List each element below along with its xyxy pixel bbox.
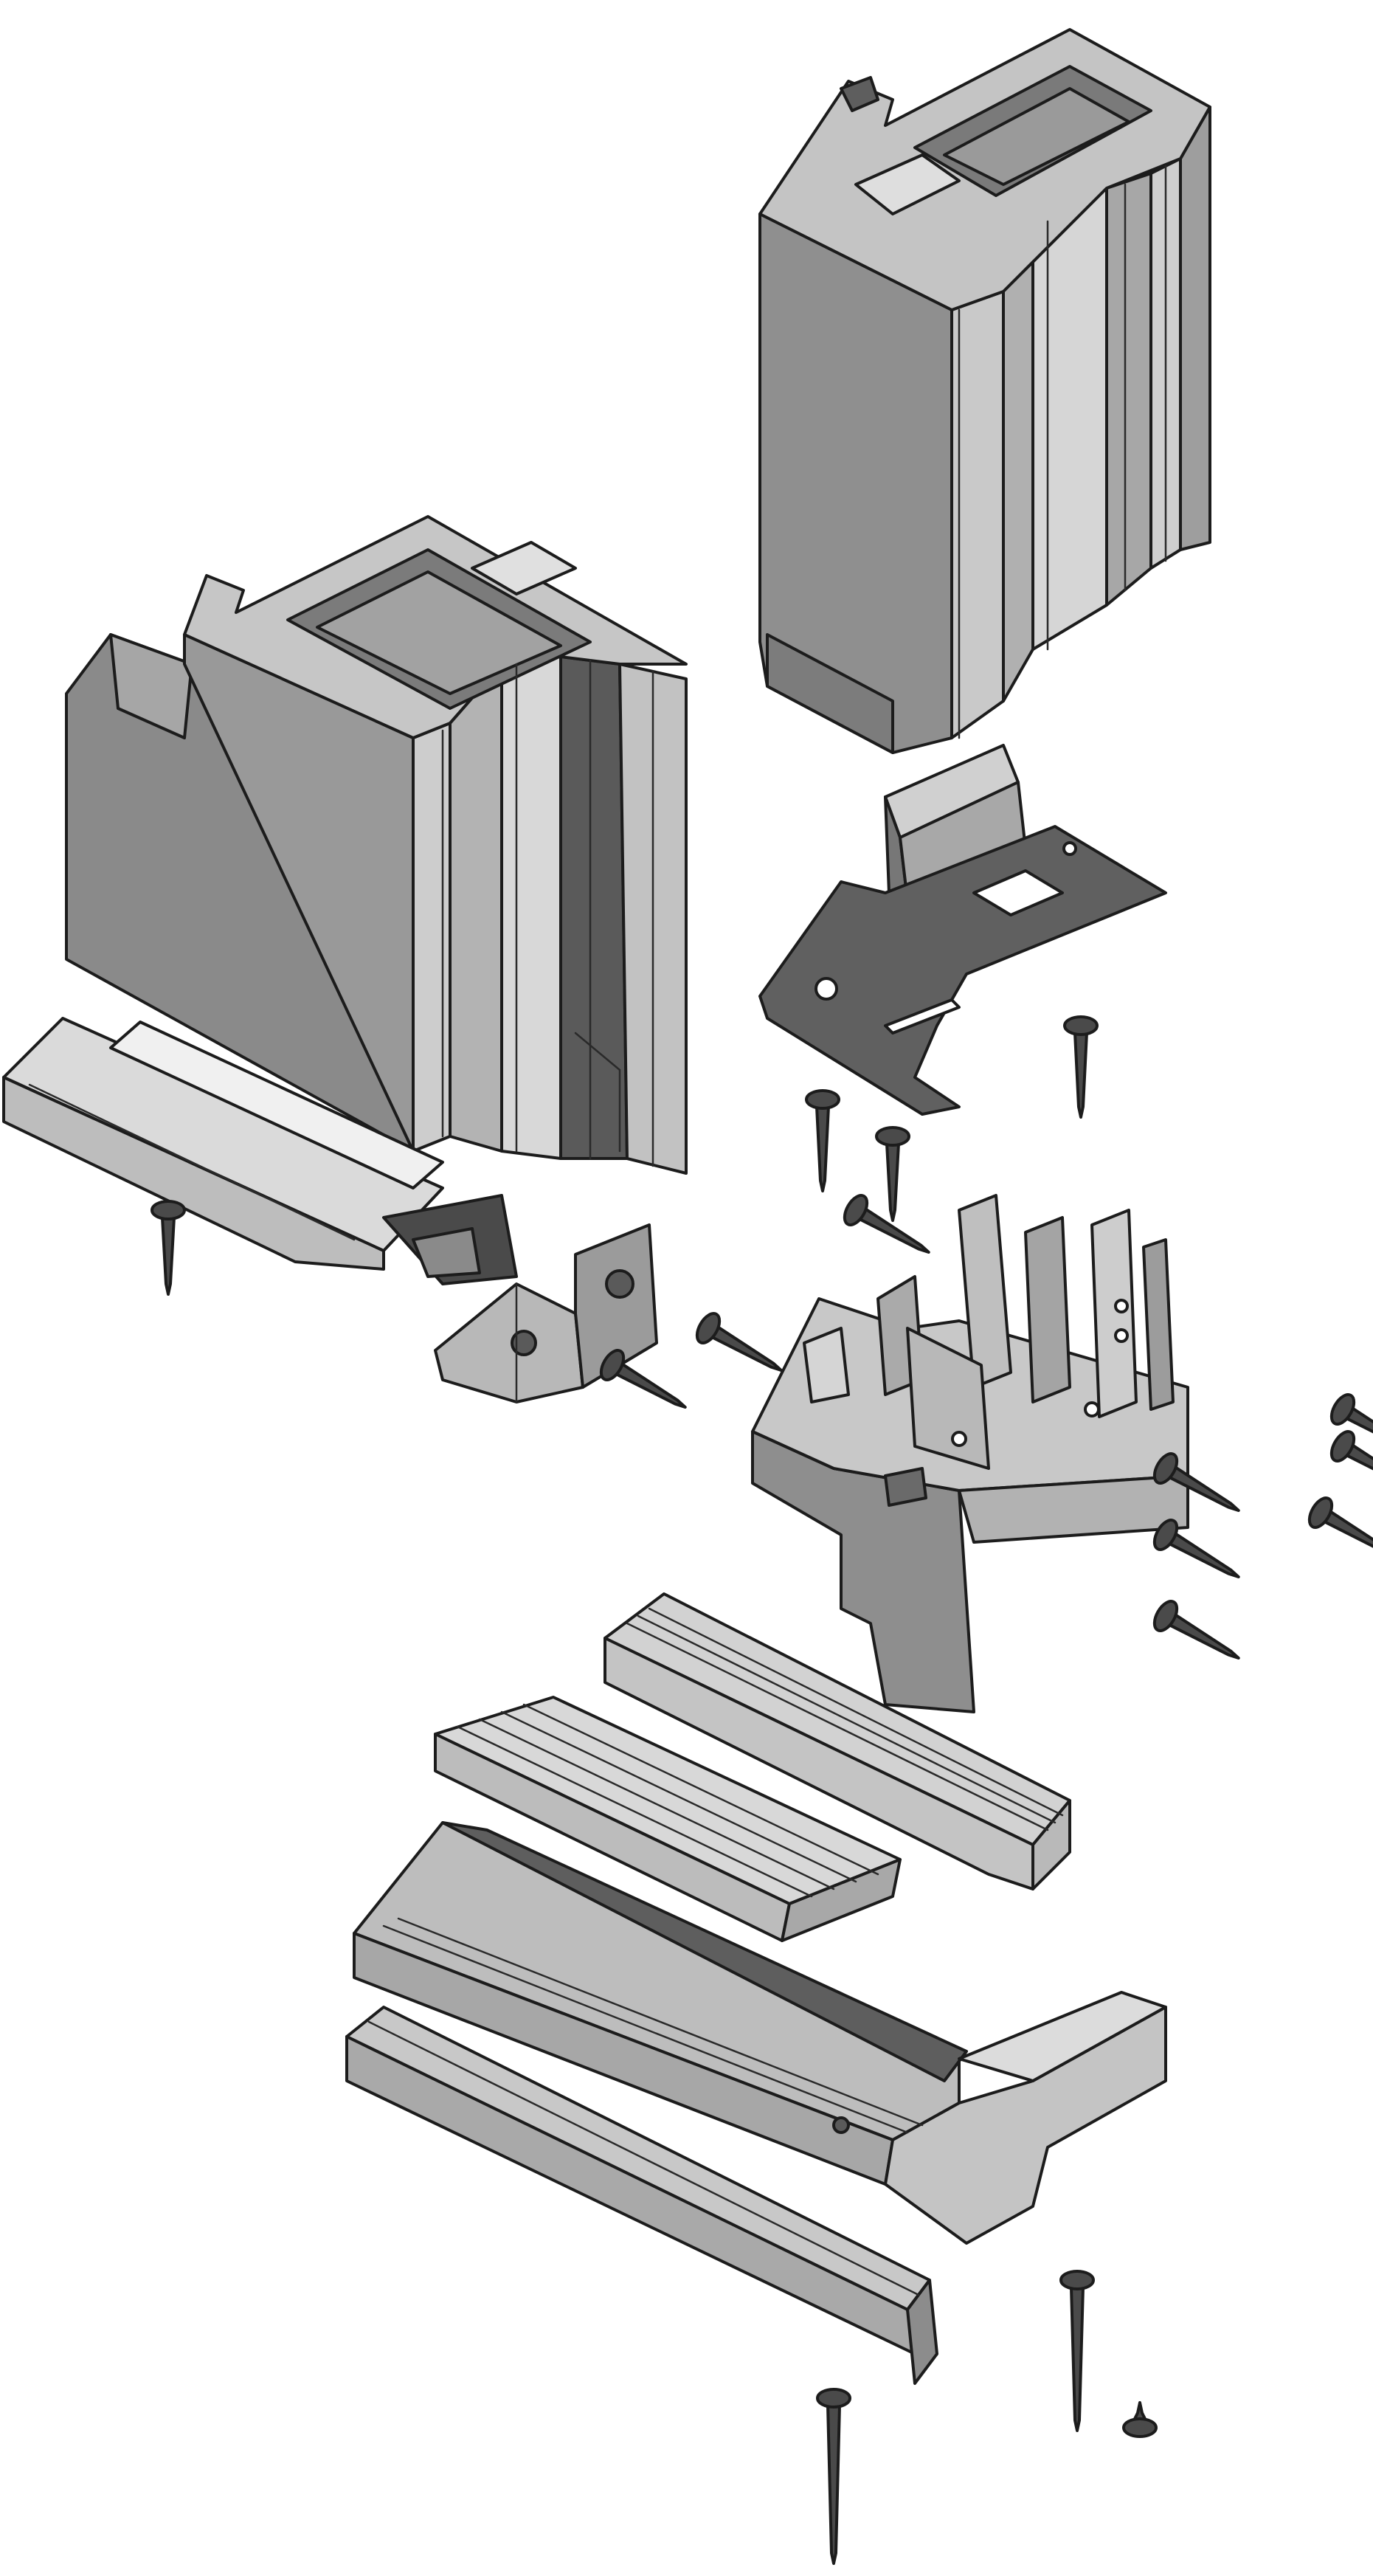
screw-head (1122, 2417, 1158, 2438)
screw-head (151, 1200, 186, 1220)
screw-head (1152, 1452, 1179, 1485)
screw-head (599, 1349, 626, 1381)
screw-head (1152, 1519, 1179, 1551)
screws-group (151, 1015, 1373, 2565)
screw-head (1059, 2270, 1095, 2290)
screw (1329, 1393, 1373, 1453)
screw (1063, 1015, 1099, 1119)
bottom-rail-profile (345, 2006, 938, 2385)
left-end-cap (2, 1017, 518, 1285)
threshold-sill-profile (353, 1821, 1167, 2245)
screw-head (875, 1126, 910, 1147)
lower-sill-insert (434, 1696, 902, 1942)
protective-cap (884, 744, 1027, 902)
gasket-plate (758, 825, 1167, 1116)
screw-head (1329, 1393, 1356, 1426)
screw-shank (1167, 1613, 1240, 1660)
screw (843, 1194, 930, 1254)
screw (1122, 2401, 1158, 2438)
screw-head (695, 1312, 722, 1344)
screw (875, 1126, 910, 1222)
upper-right-frame-profile (758, 28, 1211, 754)
screw (1329, 1430, 1373, 1490)
screw (805, 1089, 840, 1192)
screw (1152, 1600, 1240, 1660)
screw (151, 1200, 186, 1296)
screw-head (1152, 1600, 1179, 1632)
screw-shank (710, 1325, 783, 1372)
screw-head (1063, 1015, 1099, 1036)
screw-shank (885, 1142, 900, 1222)
mitred-left-frame-profile (65, 515, 688, 1175)
screw-shank (1073, 1032, 1088, 1119)
screw-head (805, 1089, 840, 1110)
angle-bracket (434, 1223, 658, 1403)
screw-shank (161, 1216, 176, 1296)
screw (1152, 1452, 1240, 1512)
screw (1307, 1496, 1373, 1556)
corner-connector-block (751, 1194, 1189, 1713)
screw-head (843, 1194, 869, 1226)
screw-head (816, 2388, 851, 2408)
screw (695, 1312, 783, 1372)
screw-shank (826, 2404, 841, 2565)
screw-head (1307, 1496, 1334, 1529)
screw-shank (614, 1362, 687, 1409)
screw-shank (857, 1207, 930, 1254)
screw (816, 2388, 851, 2565)
upper-sill-insert (604, 1592, 1071, 1890)
screw-head (1329, 1430, 1356, 1463)
screw (1152, 1519, 1240, 1578)
screw (1059, 2270, 1095, 2432)
screw-shank (1167, 1532, 1240, 1578)
screw (599, 1349, 687, 1409)
screw-shank (1322, 1510, 1373, 1556)
screw-shank (1070, 2286, 1085, 2432)
screw-shank (815, 1105, 830, 1192)
